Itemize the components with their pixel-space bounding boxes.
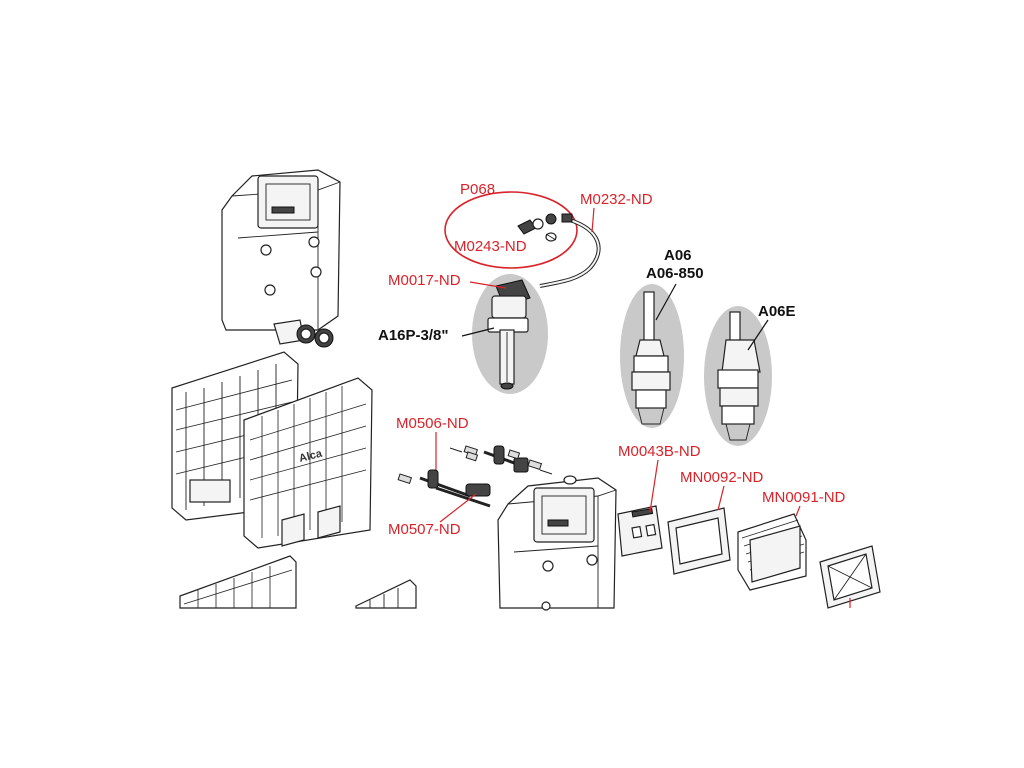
m0232-nd-hose: M0232-ND (539, 191, 653, 288)
frame-panel-lower-left (179, 555, 297, 609)
m0243-nd-part (517, 213, 557, 242)
label-mn0092-nd: MN0092-ND (680, 469, 764, 486)
label-m0043b-nd: M0043B-ND (618, 443, 701, 460)
mn0092-nd-frame: MN0092-ND (667, 469, 764, 575)
label-a06: A06 (664, 247, 692, 264)
a06-flush-valve: A06 A06-850 (620, 247, 704, 428)
frame-panel-lower-mid (355, 579, 417, 609)
p068-highlight-ring (444, 191, 578, 269)
right-cover-frame (819, 545, 881, 609)
label-mn0091-nd: MN0091-ND (762, 489, 846, 506)
label-a06-850: A06-850 (646, 265, 704, 282)
m0043b-nd-plate: M0043B-ND (617, 443, 701, 557)
a06e-flush-valve: A06E (704, 303, 796, 446)
frame-panel-front: Alca (243, 377, 373, 549)
a16p-fill-valve: M0017-ND A16P-3/8" (378, 272, 548, 394)
label-m0507-nd: M0507-ND (388, 521, 461, 538)
label-m0232-nd: M0232-ND (580, 191, 653, 208)
lower-cistern-tank (497, 475, 617, 611)
label-a16p: A16P-3/8" (378, 327, 448, 344)
p068-group: P068 M0243-ND (444, 181, 578, 269)
label-m0506-nd: M0506-ND (396, 415, 469, 432)
label-p068: P068 (460, 181, 495, 198)
label-m0017-nd: M0017-ND (388, 272, 461, 289)
alca-logo-text: Alca (298, 447, 324, 464)
label-m0243-nd: M0243-ND (454, 238, 527, 255)
mn0091-nd-box: MN0091-ND (737, 489, 846, 591)
label-a06e: A06E (758, 303, 796, 320)
upper-cistern-tank (221, 169, 341, 348)
screw-set: M0506-ND M0507-ND (388, 415, 553, 538)
